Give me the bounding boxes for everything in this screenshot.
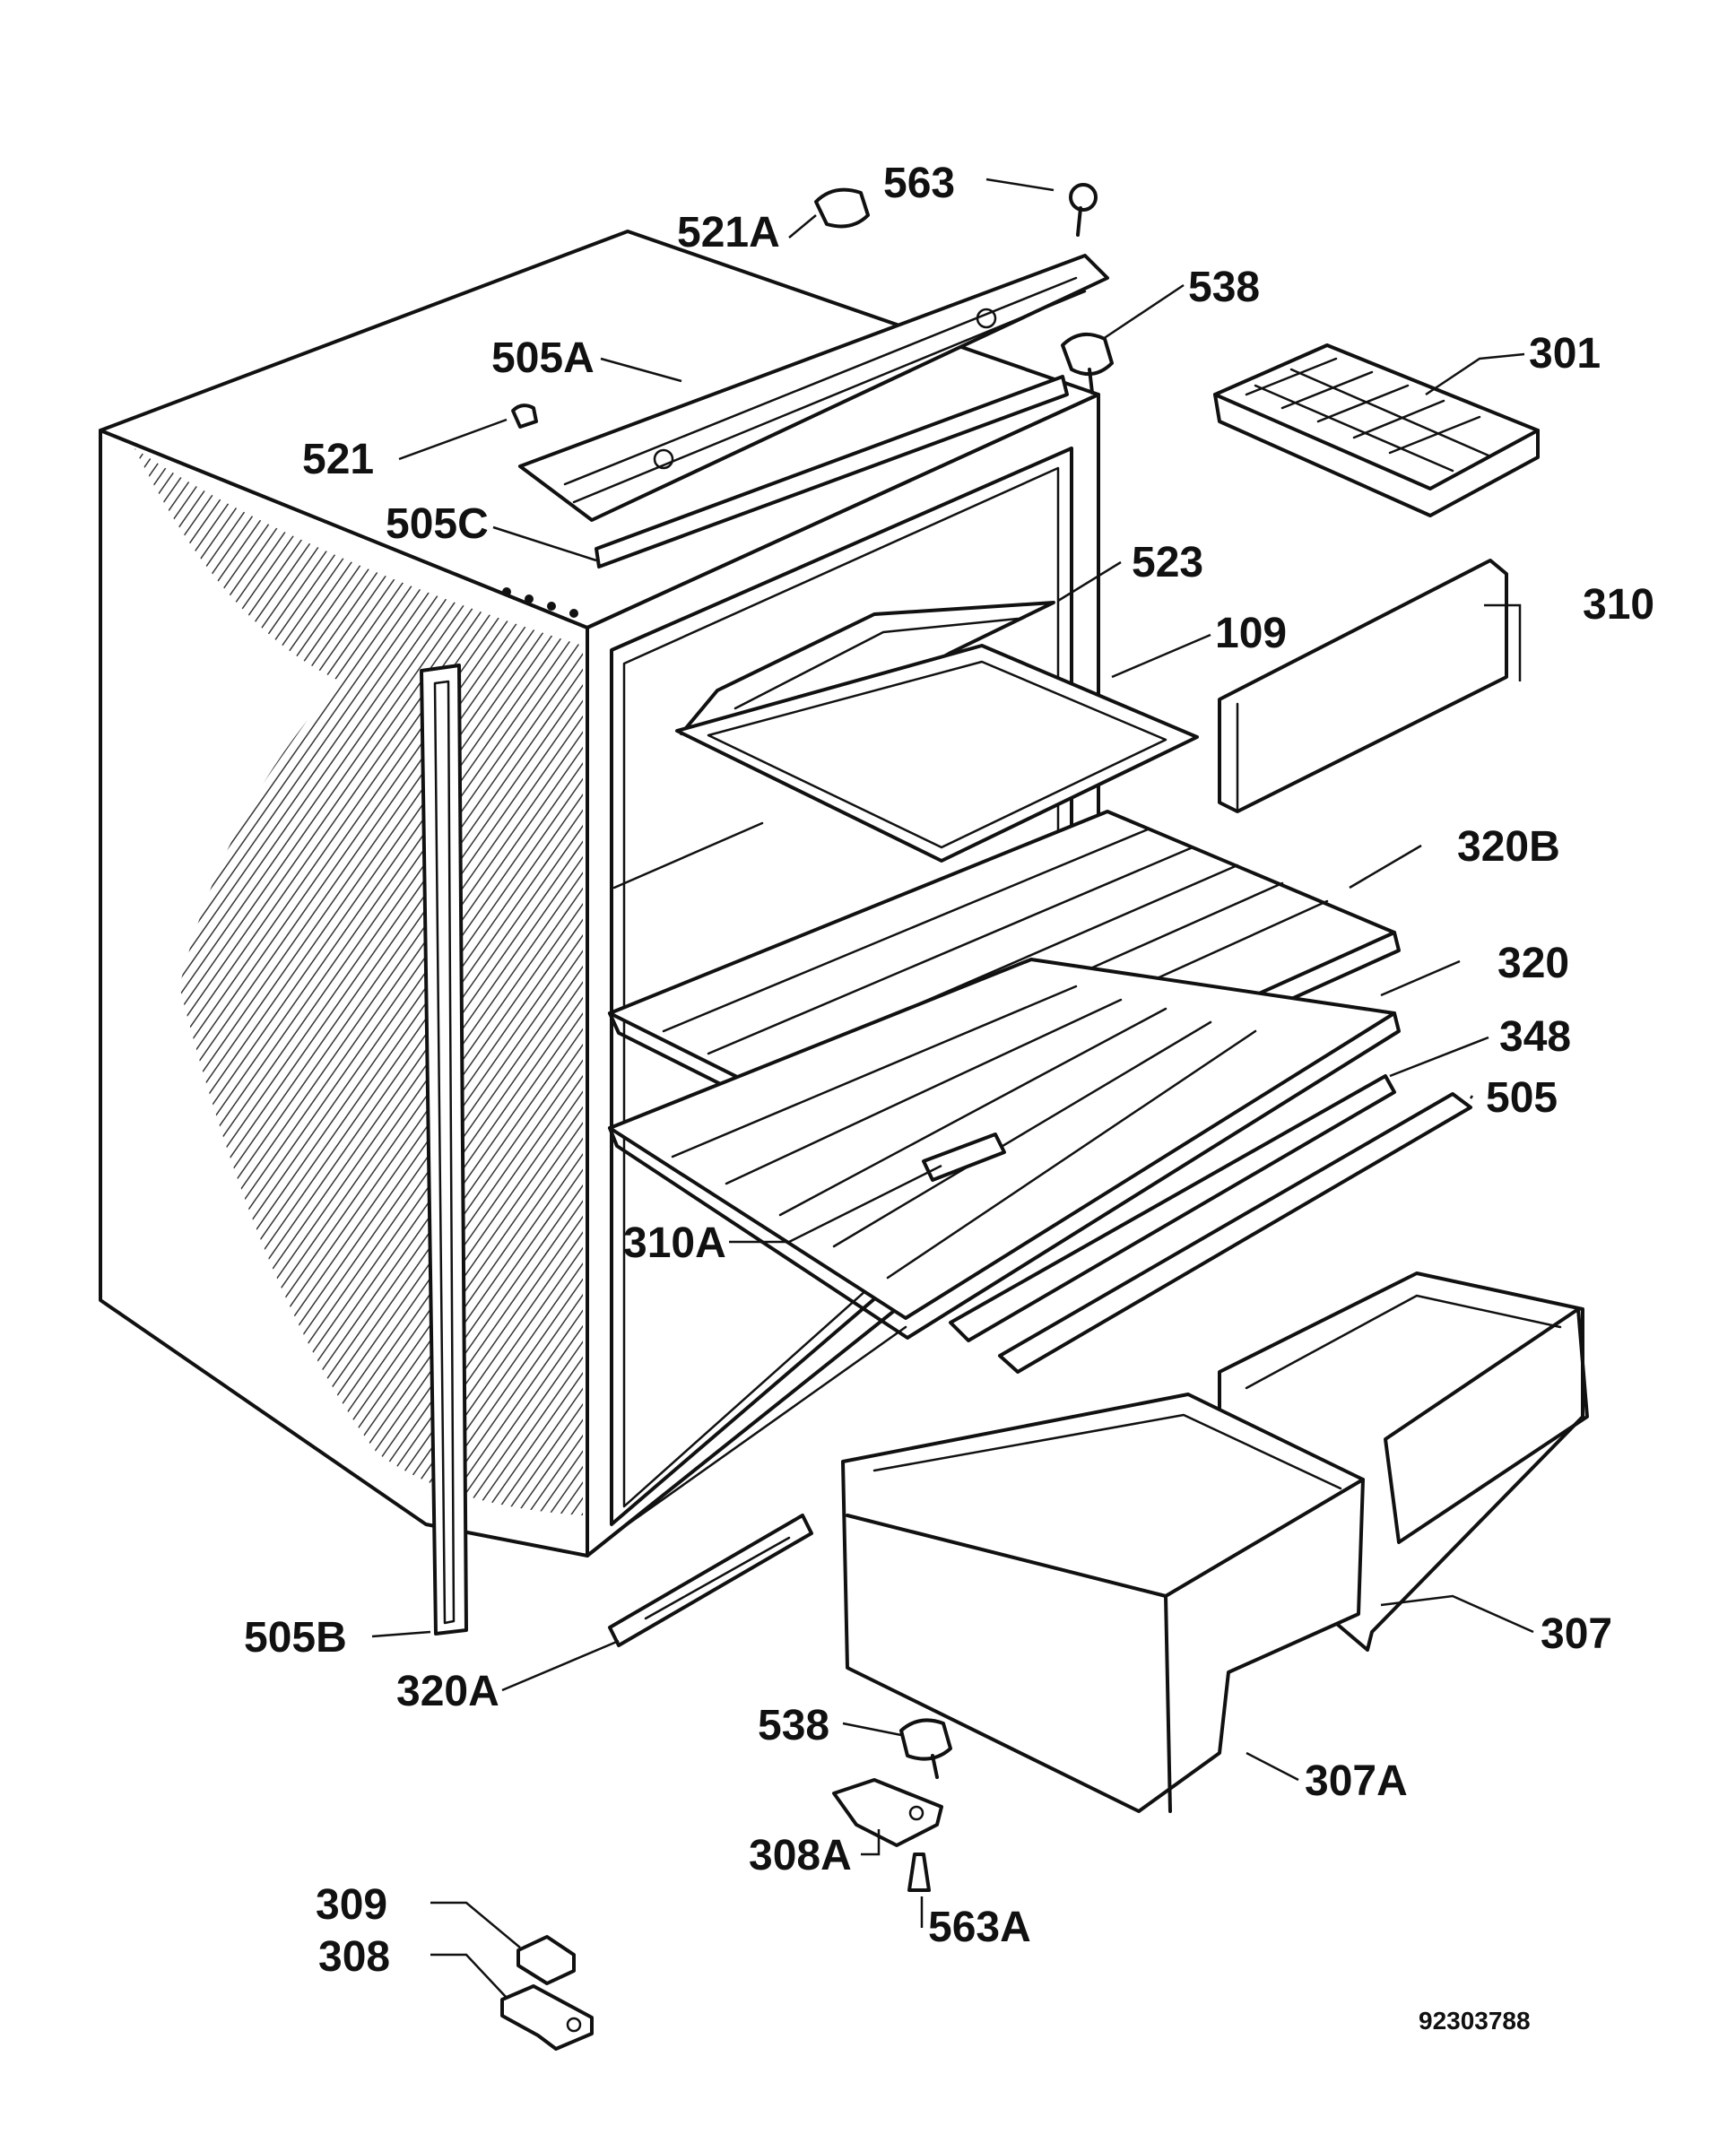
rod-505 — [998, 1092, 1472, 1374]
hinge-pin-538-bottom — [899, 1718, 952, 1779]
hinge-pin-538-top — [1061, 332, 1114, 395]
label-301: 301 — [1529, 330, 1601, 377]
label-505c: 505C — [386, 500, 489, 548]
screw-563 — [1069, 183, 1098, 237]
label-505b: 505B — [244, 1614, 347, 1662]
screw-563a — [907, 1853, 931, 1892]
ice-tray-301 — [1213, 343, 1540, 517]
drip-tray-109 — [675, 644, 1199, 863]
cap-521a — [814, 187, 870, 229]
clip-310a — [922, 1132, 1006, 1182]
door-strip-505b — [420, 664, 468, 1636]
label-320: 320 — [1497, 940, 1569, 987]
label-538-bottom: 538 — [758, 1702, 829, 1749]
flap-310 — [1218, 559, 1508, 813]
label-320b: 320B — [1457, 823, 1560, 871]
callout-labels: 563 521A 538 301 505A 521 505C 523 310 1… — [244, 160, 1654, 2035]
label-523: 523 — [1132, 539, 1203, 586]
cap-309 — [516, 1935, 576, 1985]
label-505: 505 — [1486, 1074, 1558, 1122]
bracket-308 — [500, 1984, 594, 2051]
label-505a: 505A — [491, 334, 595, 382]
label-310a: 310A — [623, 1219, 726, 1267]
label-538-top: 538 — [1188, 264, 1260, 311]
label-307a: 307A — [1305, 1757, 1408, 1805]
label-521: 521 — [302, 436, 374, 483]
rail-505c — [595, 375, 1069, 568]
drawing-number: 92303788 — [1419, 2007, 1531, 2035]
label-308: 308 — [318, 1933, 390, 1981]
top-hinge-bar-505a — [518, 254, 1109, 522]
leader-lines — [371, 178, 1534, 1999]
label-320a: 320A — [396, 1668, 499, 1715]
cap-521 — [511, 404, 538, 429]
label-563a: 563A — [928, 1904, 1031, 1951]
label-521a: 521A — [677, 209, 780, 256]
label-308a: 308A — [749, 1832, 852, 1879]
label-309: 309 — [316, 1881, 387, 1929]
bottom-rail-320a — [608, 1514, 813, 1647]
label-563: 563 — [883, 160, 955, 207]
rail-strip-348 — [949, 1074, 1396, 1342]
wire-shelf-320 — [608, 958, 1401, 1340]
hinge-bracket-308a — [832, 1778, 943, 1847]
crisper-307a — [841, 1393, 1365, 1813]
label-307: 307 — [1541, 1610, 1612, 1658]
label-310: 310 — [1583, 581, 1654, 629]
label-109: 109 — [1215, 610, 1287, 657]
label-348: 348 — [1499, 1013, 1571, 1061]
